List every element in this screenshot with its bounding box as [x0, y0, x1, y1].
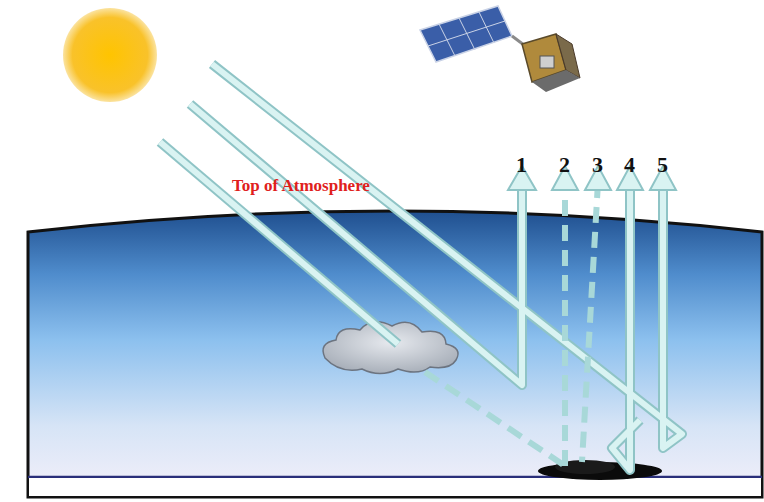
- light-ray: [160, 142, 398, 344]
- callout-number: 4: [624, 154, 635, 176]
- scattered-ray: [425, 182, 598, 466]
- light-ray: [160, 142, 398, 344]
- callout-number: 1: [516, 154, 527, 176]
- ground-line: [28, 476, 762, 479]
- cloud: [323, 322, 458, 374]
- layer-label: Top of Atmosphere: [232, 177, 370, 194]
- sun: [63, 8, 157, 102]
- callout-number: 2: [559, 154, 570, 176]
- satellite: [420, 6, 580, 92]
- callout-number: 3: [592, 154, 603, 176]
- atmosphere: [28, 211, 762, 497]
- light-ray: [190, 64, 682, 470]
- callout-number: 5: [657, 154, 668, 176]
- ground: [29, 478, 761, 496]
- light-ray: [190, 64, 682, 470]
